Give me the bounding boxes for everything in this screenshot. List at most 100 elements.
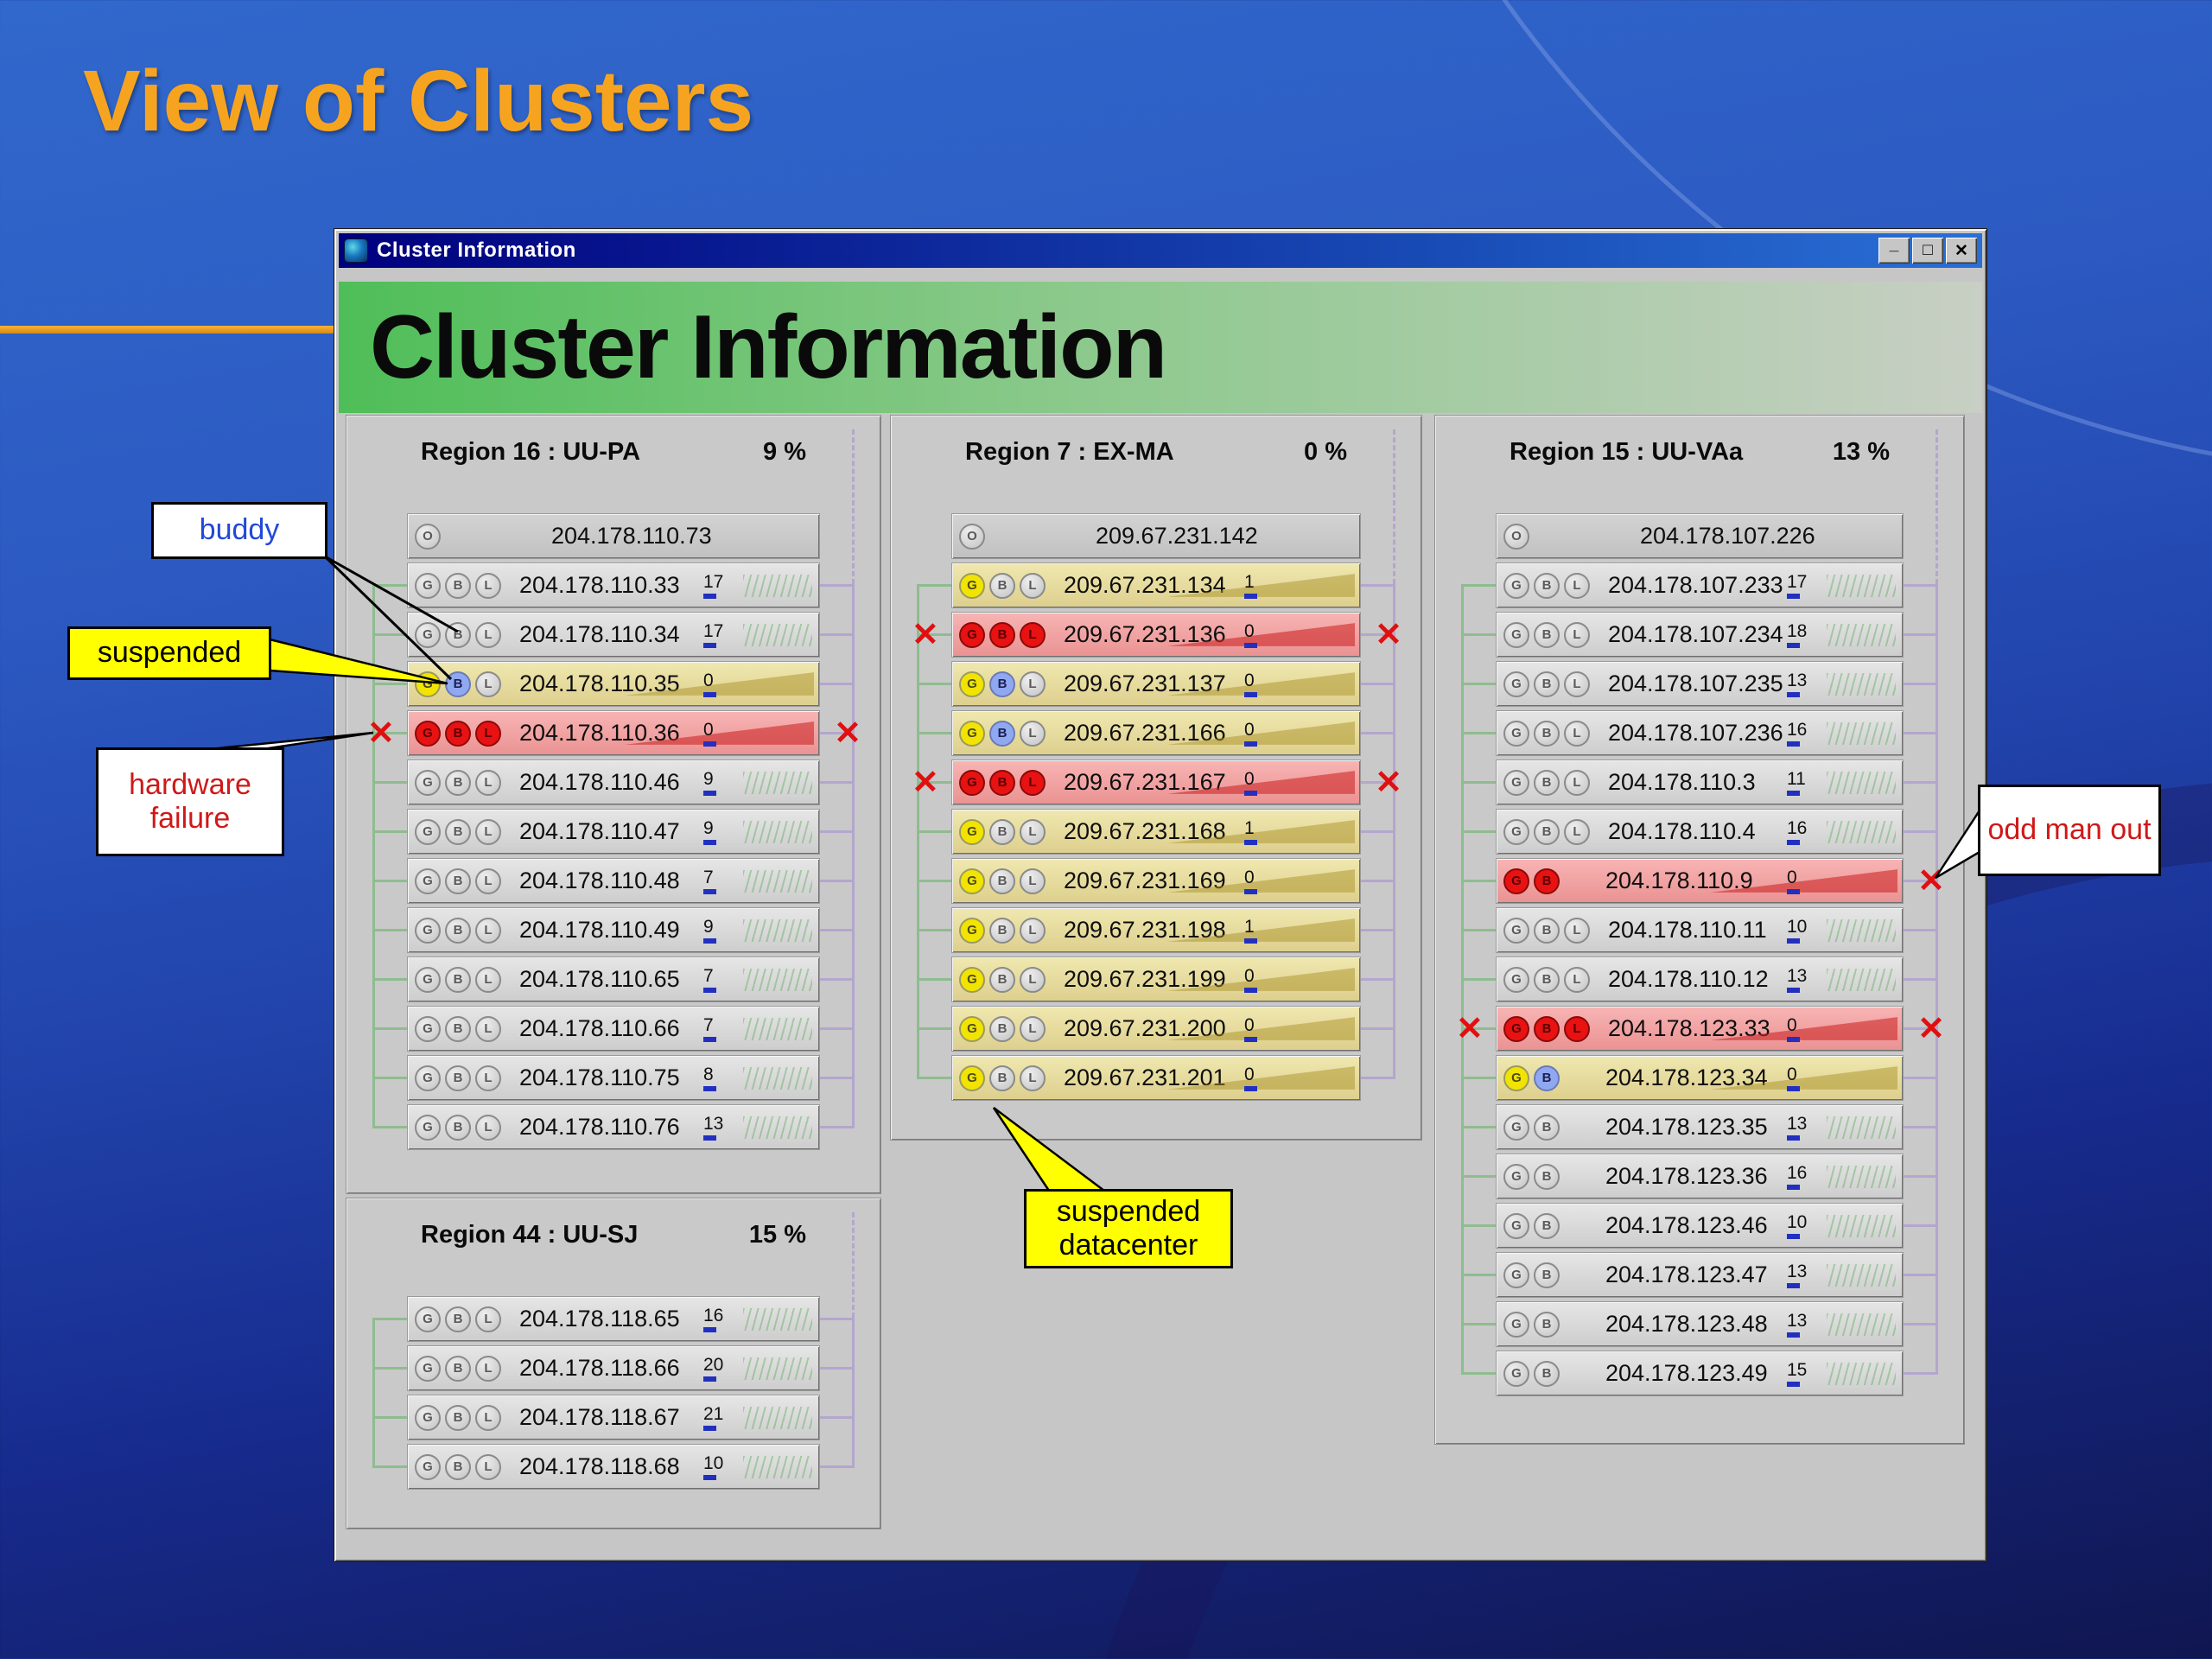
connection-count-bar (703, 1036, 716, 1042)
maximize-button[interactable]: □ (1912, 238, 1943, 264)
global-status-icon: G (1503, 769, 1529, 796)
close-button[interactable]: ✕ (1946, 238, 1977, 264)
buddy-status-icon: B (1534, 671, 1560, 697)
connection-count: 16 (1787, 819, 1827, 845)
region-title: Region 44 : UU-SJ (421, 1221, 639, 1249)
connection-count: 7 (703, 1016, 743, 1042)
activity-sparkline (1827, 820, 1896, 843)
connection-count-value: 0 (1244, 965, 1255, 986)
buddy-status-icon: B (445, 966, 471, 993)
slide-title: View of Clusters (83, 53, 754, 149)
callout-suspended: suspended (67, 626, 271, 680)
connection-count-bar (1787, 1135, 1800, 1141)
connection-count: 18 (1787, 622, 1827, 648)
buddy-status-icon: B (445, 671, 471, 697)
connection-count: 10 (1787, 1213, 1827, 1239)
buddy-status-icon: B (989, 621, 1015, 648)
global-status-icon: G (959, 818, 985, 845)
global-status-icon: G (959, 621, 985, 648)
connection-count-value: 10 (703, 1452, 724, 1473)
connection-count: 1 (1244, 573, 1284, 599)
window-titlebar[interactable]: Cluster Information _ □ ✕ (339, 233, 1982, 268)
minimize-button[interactable]: _ (1878, 236, 1910, 264)
connection-count-bar (1787, 938, 1800, 944)
buddy-status-icon: B (989, 966, 1015, 993)
activity-sparkline (743, 820, 812, 843)
global-status-icon: G (415, 1404, 441, 1431)
connection-count: 0 (1244, 967, 1284, 993)
connection-count: 13 (1787, 967, 1827, 993)
local-status-icon: L (1020, 1015, 1046, 1042)
activity-sparkline (743, 1307, 812, 1331)
right-connector-dashed (1936, 429, 1938, 584)
activity-sparkline (743, 1357, 812, 1380)
buddy-status-icon: B (445, 621, 471, 648)
connection-count: 16 (1787, 721, 1827, 747)
activity-sparkline (1827, 623, 1896, 646)
buddy-status-icon: B (1534, 1065, 1560, 1091)
local-status-icon: L (1020, 671, 1046, 697)
cluster-information-window: Cluster Information _ □ ✕ Cluster Inform… (334, 228, 1987, 1562)
local-status-icon: L (1564, 818, 1590, 845)
buddy-status-icon: B (445, 1015, 471, 1042)
header-title: Cluster Information (370, 296, 1167, 397)
connection-count: 9 (703, 770, 743, 796)
buddy-status-icon: B (1534, 720, 1560, 747)
